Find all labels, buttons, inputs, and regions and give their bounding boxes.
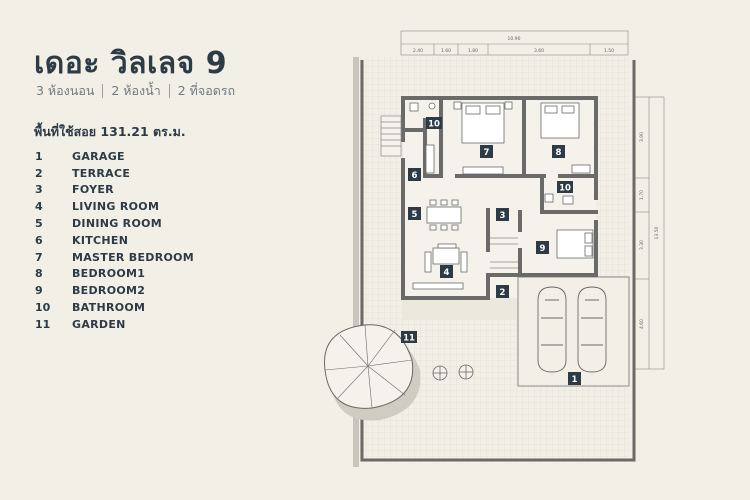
legend-item: 9 BEDROOM2 <box>35 282 194 299</box>
legend-item: 6 KITCHEN <box>35 232 194 249</box>
kitchen-counter-icon <box>425 144 435 174</box>
svg-text:5: 5 <box>412 210 418 220</box>
usable-area: พื้นที่ใช้สอย 131.21 ตร.ม. <box>34 124 186 139</box>
room-tag-garden: 11 <box>401 331 417 344</box>
legend-number: 1 <box>35 149 43 163</box>
legend-number: 8 <box>35 267 43 281</box>
master-bed-icon <box>453 101 513 175</box>
bathroom-fixtures-icon <box>409 102 574 205</box>
legend-label: MASTER BEDROOM <box>72 250 195 264</box>
legend-item: 1 GARAGE <box>35 148 194 165</box>
walls <box>401 96 598 300</box>
parking-count: 2 ที่จอดรถ <box>177 83 236 98</box>
dim-top-2: 1.60 <box>441 48 451 54</box>
dim-top-1: 2.40 <box>413 48 423 54</box>
svg-text:7: 7 <box>484 148 490 158</box>
legend-label: KITCHEN <box>72 233 129 247</box>
bedroom1-bed-icon <box>540 102 591 174</box>
legend-label: GARAGE <box>72 149 125 163</box>
room-tag-bedroom1: 8 <box>552 145 565 158</box>
dining-table-icon <box>426 199 462 231</box>
legend-label: BEDROOM2 <box>72 284 146 298</box>
svg-text:1: 1 <box>572 375 578 385</box>
dim-right-4: 4.60 <box>639 319 645 329</box>
tree-icon <box>324 324 421 421</box>
legend-label: GARDEN <box>72 317 126 331</box>
bathroom-count: 2 ห้องน้ำ <box>103 84 170 98</box>
page-title: เดอะ วิลเลจ 9 <box>34 46 228 81</box>
legend-label: TERRACE <box>72 166 131 180</box>
room-tag-garage: 1 <box>568 372 581 385</box>
legend-item: 7 MASTER BEDROOM <box>35 249 194 266</box>
dim-right-2: 1.70 <box>639 190 645 200</box>
legend-item: 3 FOYER <box>35 182 194 199</box>
legend-number: 2 <box>35 166 43 180</box>
sofa-icon <box>412 243 468 290</box>
shrub-icon <box>432 364 474 381</box>
legend-number: 9 <box>35 284 43 298</box>
legend-label: LIVING ROOM <box>72 200 160 214</box>
room-tag-master-bedroom: 7 <box>480 145 493 158</box>
dim-top-4: 3.60 <box>534 48 544 54</box>
legend-item: 10 BATHROOM <box>35 299 194 316</box>
legend-label: DINING ROOM <box>72 217 163 231</box>
legend-number: 6 <box>35 233 43 247</box>
room-tag-dining: 5 <box>408 207 421 220</box>
dim-top-3: 1.80 <box>468 48 478 54</box>
foyer-steps <box>490 237 518 269</box>
dim-right-total: 13.50 <box>654 226 660 239</box>
svg-text:10: 10 <box>559 184 571 194</box>
svg-text:9: 9 <box>540 244 546 254</box>
legend-item: 8 BEDROOM1 <box>35 266 194 283</box>
svg-text:4: 4 <box>444 268 450 278</box>
dim-top-5: 1.50 <box>604 48 614 54</box>
room-tag-bedroom2: 9 <box>536 241 549 254</box>
top-dimension-lines <box>400 30 629 56</box>
legend-number: 4 <box>35 200 43 214</box>
room-summary: 3 ห้องนอน 2 ห้องน้ำ 2 ที่จอดรถ <box>36 84 243 98</box>
terrace-floor <box>403 298 518 320</box>
bedroom2-bed-icon <box>556 229 594 259</box>
room-tag-foyer: 3 <box>496 208 509 221</box>
legend-number: 10 <box>35 301 51 315</box>
legend-item: 11 GARDEN <box>35 316 194 333</box>
dim-right-1: 3.90 <box>639 132 645 142</box>
car-icon <box>537 286 607 373</box>
bedroom-count: 3 ห้องนอน <box>36 84 104 98</box>
svg-text:11: 11 <box>403 334 415 344</box>
room-tag-living: 4 <box>440 265 453 278</box>
legend-label: BEDROOM1 <box>72 267 146 281</box>
legend-label: BATHROOM <box>72 301 146 315</box>
svg-text:3: 3 <box>500 211 506 221</box>
room-tag-bathroom-b: 10 <box>557 181 573 194</box>
lot-shadow <box>353 57 359 467</box>
dim-top-total: 10.90 <box>508 36 521 42</box>
legend-item: 5 DINING ROOM <box>35 215 194 232</box>
svg-text:2: 2 <box>500 288 506 298</box>
legend-number: 11 <box>35 317 51 331</box>
room-tag-kitchen: 6 <box>408 168 421 181</box>
svg-text:8: 8 <box>556 148 562 158</box>
legend-label: FOYER <box>72 183 114 197</box>
room-legend: 1 GARAGE 2 TERRACE 3 FOYER 4 LIVING ROOM 5 DI… <box>35 148 194 333</box>
dim-right-3: 3.30 <box>639 240 645 250</box>
svg-text:10: 10 <box>428 120 440 130</box>
legend-number: 5 <box>35 217 43 231</box>
legend-number: 7 <box>35 250 43 264</box>
legend-item: 2 TERRACE <box>35 165 194 182</box>
svg-text:6: 6 <box>412 171 418 181</box>
room-tag-terrace: 2 <box>496 285 509 298</box>
garage-slab <box>517 276 630 387</box>
room-tag-bathroom-a: 10 <box>426 117 442 130</box>
legend-item: 4 LIVING ROOM <box>35 198 194 215</box>
entry-stairs <box>380 115 402 157</box>
legend-number: 3 <box>35 183 43 197</box>
lot-boundary <box>360 60 636 462</box>
